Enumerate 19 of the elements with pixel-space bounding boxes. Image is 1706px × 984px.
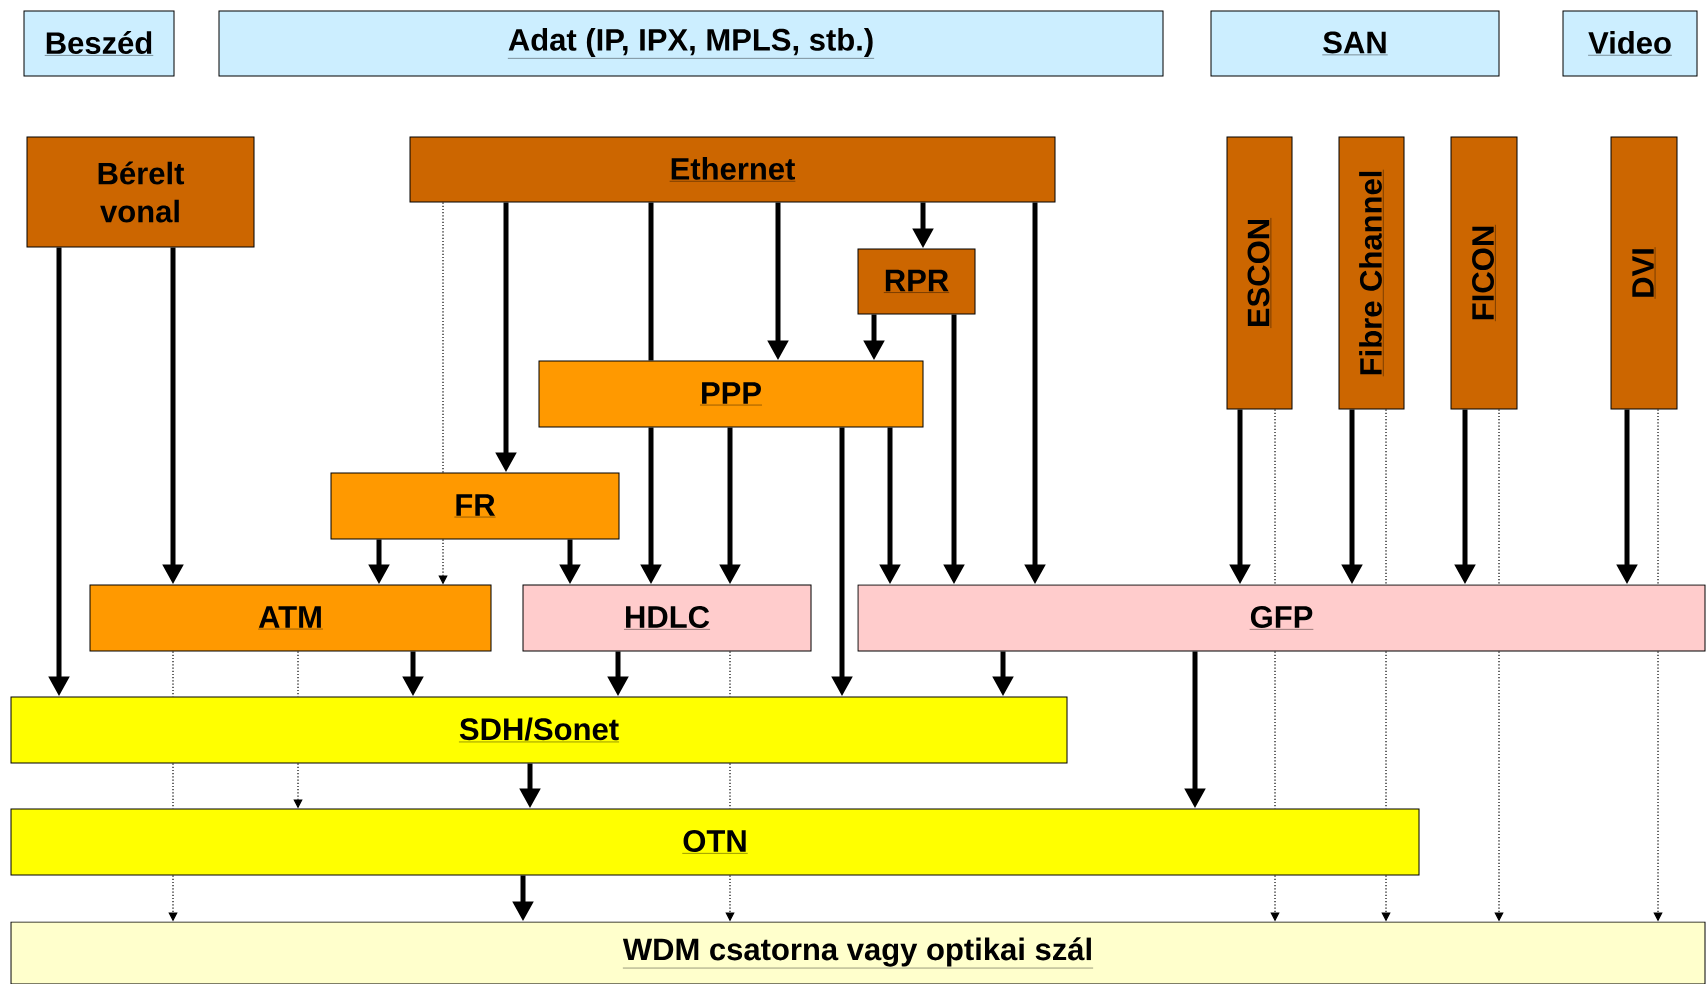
protocol-box: PPP bbox=[538, 360, 924, 428]
protocol-box: Ethernet bbox=[409, 136, 1056, 203]
layer-bar: WDM csatorna vagy optikai szál bbox=[10, 921, 1706, 984]
layer-bar: OTN bbox=[10, 808, 1420, 876]
protocol-box: RPR bbox=[857, 248, 976, 315]
protocol-box: ESCON bbox=[1226, 136, 1293, 410]
category-box: Video bbox=[1562, 10, 1698, 77]
protocol-box: FICON bbox=[1450, 136, 1518, 410]
protocol-box: GFP bbox=[857, 584, 1706, 652]
protocol-box: ATM bbox=[89, 584, 492, 652]
category-box: Beszéd bbox=[23, 10, 175, 77]
protocol-box: FR bbox=[330, 472, 620, 540]
category-box: SAN bbox=[1210, 10, 1500, 77]
layer-bar: SDH/Sonet bbox=[10, 696, 1068, 764]
protocol-box: HDLC bbox=[522, 584, 812, 652]
protocol-box: DVI bbox=[1610, 136, 1678, 410]
category-box: Adat (IP, IPX, MPLS, stb.) bbox=[218, 10, 1164, 77]
protocol-box: Bérelt vonal bbox=[26, 136, 255, 248]
protocol-box: Fibre Channel bbox=[1338, 136, 1405, 410]
